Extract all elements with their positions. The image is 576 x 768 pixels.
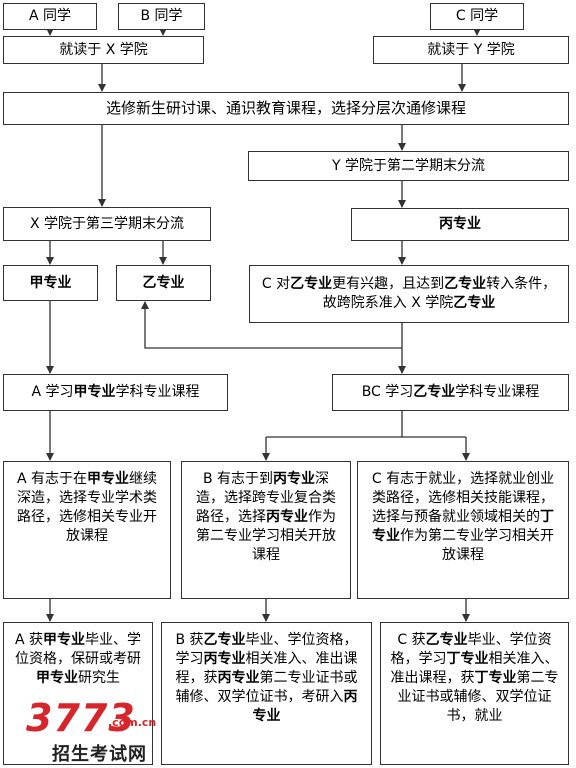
common-courses-label: 选修新生研讨课、通识教育课程，选择分层次通修课程 bbox=[105, 99, 466, 118]
watermark-text: 招生考试网 bbox=[52, 744, 147, 765]
c-result-text: C 获乙专业毕业、学位资格，学习丁专业相关准入、准出课程，获丁专业第二专业证书或… bbox=[390, 632, 559, 724]
y-college-box: 就读于 Y 学院 bbox=[373, 36, 569, 64]
jia-major-label: 甲专业 bbox=[29, 274, 72, 291]
c-path-text: C 有志于就业，选择就业创业类路径，选修相关技能课程，选择与预备就业领域相关的丁… bbox=[371, 471, 555, 563]
watermark-number: 3773 bbox=[26, 696, 136, 740]
watermark-logo: 3773 .com.cn 招生考试网 bbox=[26, 696, 166, 766]
b-path-box: B 有志于到丙专业深造，选择跨专业复合类路径，选择丙专业作为第二专业学习相关开放… bbox=[181, 461, 351, 599]
x-split-label: X 学院于第三学期末分流 bbox=[29, 215, 185, 232]
x-split-box: X 学院于第三学期末分流 bbox=[3, 207, 211, 241]
c-student-box: C 同学 bbox=[430, 3, 524, 30]
y-college-label: 就读于 Y 学院 bbox=[427, 41, 515, 58]
b-path-text: B 有志于到丙专业深造，选择跨专业复合类路径，选择丙专业作为第二专业学习相关开放… bbox=[196, 471, 336, 563]
a-student-label: A 同学 bbox=[28, 8, 72, 25]
a-student-box: A 同学 bbox=[3, 3, 97, 30]
b-student-label: B 同学 bbox=[140, 8, 183, 25]
yi-major-label: 乙专业 bbox=[142, 274, 185, 291]
a-result-text: A 获甲专业毕业、学位资格，保研或考研甲专业研究生 bbox=[14, 632, 142, 686]
c-path-box: C 有志于就业，选择就业创业类路径，选修相关技能课程，选择与预备就业领域相关的丁… bbox=[357, 461, 569, 599]
x-college-box: 就读于 X 学院 bbox=[3, 36, 204, 64]
watermark-domain: .com.cn bbox=[108, 716, 157, 729]
a-path-text: A 有志于在甲专业继续深造，选择专业学术类路径，选修相关专业开放课程 bbox=[16, 471, 158, 544]
x-college-label: 就读于 X 学院 bbox=[59, 41, 148, 58]
c-transfer-text: C 对乙专业更有兴趣，且达到乙专业转入条件，故跨院系准入 X 学院乙专业 bbox=[261, 276, 557, 311]
a-learn-box: A 学习甲专业学科专业课程 bbox=[3, 374, 228, 411]
arrow-transfer-to-yi bbox=[141, 301, 403, 349]
c-transfer-box: C 对乙专业更有兴趣，且达到乙专业转入条件，故跨院系准入 X 学院乙专业 bbox=[249, 265, 569, 323]
y-split-box: Y 学院于第二学期末分流 bbox=[248, 151, 569, 181]
jia-major-box: 甲专业 bbox=[3, 265, 98, 301]
bing-major-label: 丙专业 bbox=[439, 216, 481, 233]
common-courses-box: 选修新生研讨课、通识教育课程，选择分层次通修课程 bbox=[3, 92, 569, 125]
b-student-box: B 同学 bbox=[118, 3, 205, 30]
a-path-box: A 有志于在甲专业继续深造，选择专业学术类路径，选修相关专业开放课程 bbox=[3, 461, 171, 599]
b-result-box: B 获乙专业毕业、学位资格，学习丙专业相关准入、准出课程，获丙专业第二专业证书或… bbox=[161, 622, 372, 765]
bing-major-box: 丙专业 bbox=[351, 208, 569, 241]
a-learn-text: A 学习甲专业学科专业课程 bbox=[31, 384, 200, 401]
bc-learn-text: BC 学习乙专业学科专业课程 bbox=[361, 384, 540, 401]
c-result-box: C 获乙专业毕业、学位资格，学习丁专业相关准入、准出课程，获丁专业第二专业证书或… bbox=[380, 622, 569, 765]
c-student-label: C 同学 bbox=[455, 8, 499, 25]
a-result-box: A 获甲专业毕业、学位资格，保研或考研甲专业研究生 bbox=[3, 622, 153, 765]
y-split-label: Y 学院于第二学期末分流 bbox=[331, 157, 485, 174]
b-result-text: B 获乙专业毕业、学位资格，学习丙专业相关准入、准出课程，获丙专业第二专业证书或… bbox=[175, 632, 358, 724]
bc-learn-box: BC 学习乙专业学科专业课程 bbox=[332, 374, 569, 411]
yi-major-box: 乙专业 bbox=[116, 265, 211, 301]
